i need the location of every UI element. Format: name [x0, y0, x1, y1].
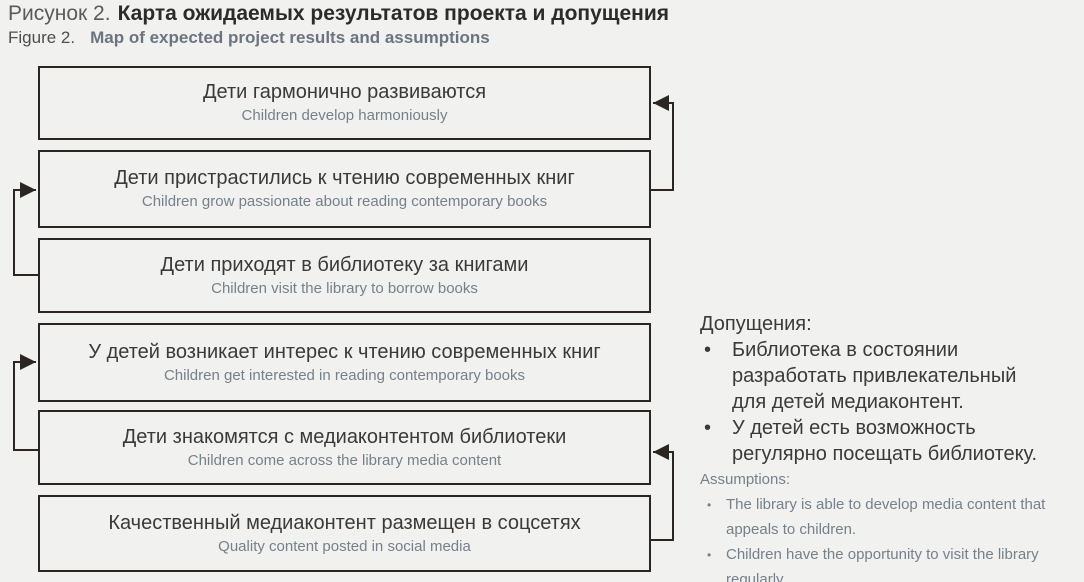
result-label-en: Children develop harmoniously: [241, 107, 448, 124]
result-label-ru: Дети знакомятся с медиаконтентом библиот…: [122, 425, 567, 448]
result-label-ru: У детей возникает интерес к чтению совре…: [88, 340, 601, 363]
figure-title-ru: Рисунок 2. Карта ожидаемых результатов пр…: [8, 2, 669, 26]
result-box-children-passionate: Дети пристрастились к чтению современных…: [38, 150, 651, 228]
assumption-text-ru: У детей есть возможность регулярно посещ…: [732, 417, 1038, 465]
assumption-item-en: The library is able to develop media con…: [700, 492, 1082, 542]
arrow-box2-to-box1: [651, 95, 674, 191]
assumption-item-ru: Библиотека в состоянии разработать привл…: [700, 337, 1082, 415]
arrow-box3-to-box2: [13, 182, 38, 276]
assumption-text-en: Children have the opportunity to visit t…: [726, 546, 1039, 582]
assumptions-title-ru: Допущения:: [700, 313, 812, 335]
result-label-en: Children get interested in reading conte…: [163, 366, 526, 384]
arrow-box5-to-box4: [13, 354, 38, 451]
result-box-children-visit-library: Дети приходят в библиотеку за книгами Ch…: [38, 238, 651, 313]
assumption-text-ru: Библиотека в состоянии разработать привл…: [732, 339, 1017, 413]
bullet-icon: [700, 415, 732, 467]
assumption-item-ru: У детей есть возможность регулярно посещ…: [700, 415, 1082, 467]
figure-caption-ru: Карта ожидаемых результатов проекта и до…: [117, 2, 670, 25]
assumptions-title-en: Assumptions:: [700, 471, 791, 488]
figure-title-en: Figure 2. Map of expected project results…: [8, 27, 669, 48]
result-box-children-develop: Дети гармонично развиваются Children dev…: [38, 66, 651, 140]
result-label-en: Children grow passionate about reading c…: [141, 193, 548, 210]
assumption-item-en: Children have the opportunity to visit t…: [700, 542, 1082, 582]
result-label-en: Children visit the library to borrow boo…: [211, 279, 478, 297]
result-label-ru: Дети пристрастились к чтению современных…: [114, 167, 575, 189]
figure-number-en: Figure 2.: [8, 28, 76, 47]
figure-title: Рисунок 2. Карта ожидаемых результатов пр…: [8, 2, 669, 48]
bullet-icon: [700, 492, 726, 542]
bullet-icon: [700, 542, 726, 582]
result-label-ru: Качественный медиаконтент размещен в соц…: [108, 511, 581, 534]
result-box-quality-content: Качественный медиаконтент размещен в соц…: [38, 495, 651, 572]
assumption-text-en: The library is able to develop media con…: [726, 496, 1046, 538]
figure-caption-en: Map of expected project results and assu…: [90, 28, 490, 47]
result-box-children-interested: У детей возникает интерес к чтению совре…: [38, 323, 651, 402]
arrow-box6-to-box5: [651, 444, 674, 541]
result-label-ru: Дети гармонично развиваются: [202, 81, 487, 103]
figure-number-ru: Рисунок 2.: [8, 2, 111, 25]
result-label-ru: Дети приходят в библиотеку за книгами: [160, 253, 529, 276]
result-label-en: Quality content posted in social media: [218, 537, 471, 555]
result-label-en: Children come across the library media c…: [187, 451, 502, 469]
result-box-children-media-content: Дети знакомятся с медиаконтентом библиот…: [38, 410, 651, 485]
assumptions-block: Допущения: Библиотека в состоянии разраб…: [700, 311, 1082, 582]
bullet-icon: [700, 337, 732, 415]
